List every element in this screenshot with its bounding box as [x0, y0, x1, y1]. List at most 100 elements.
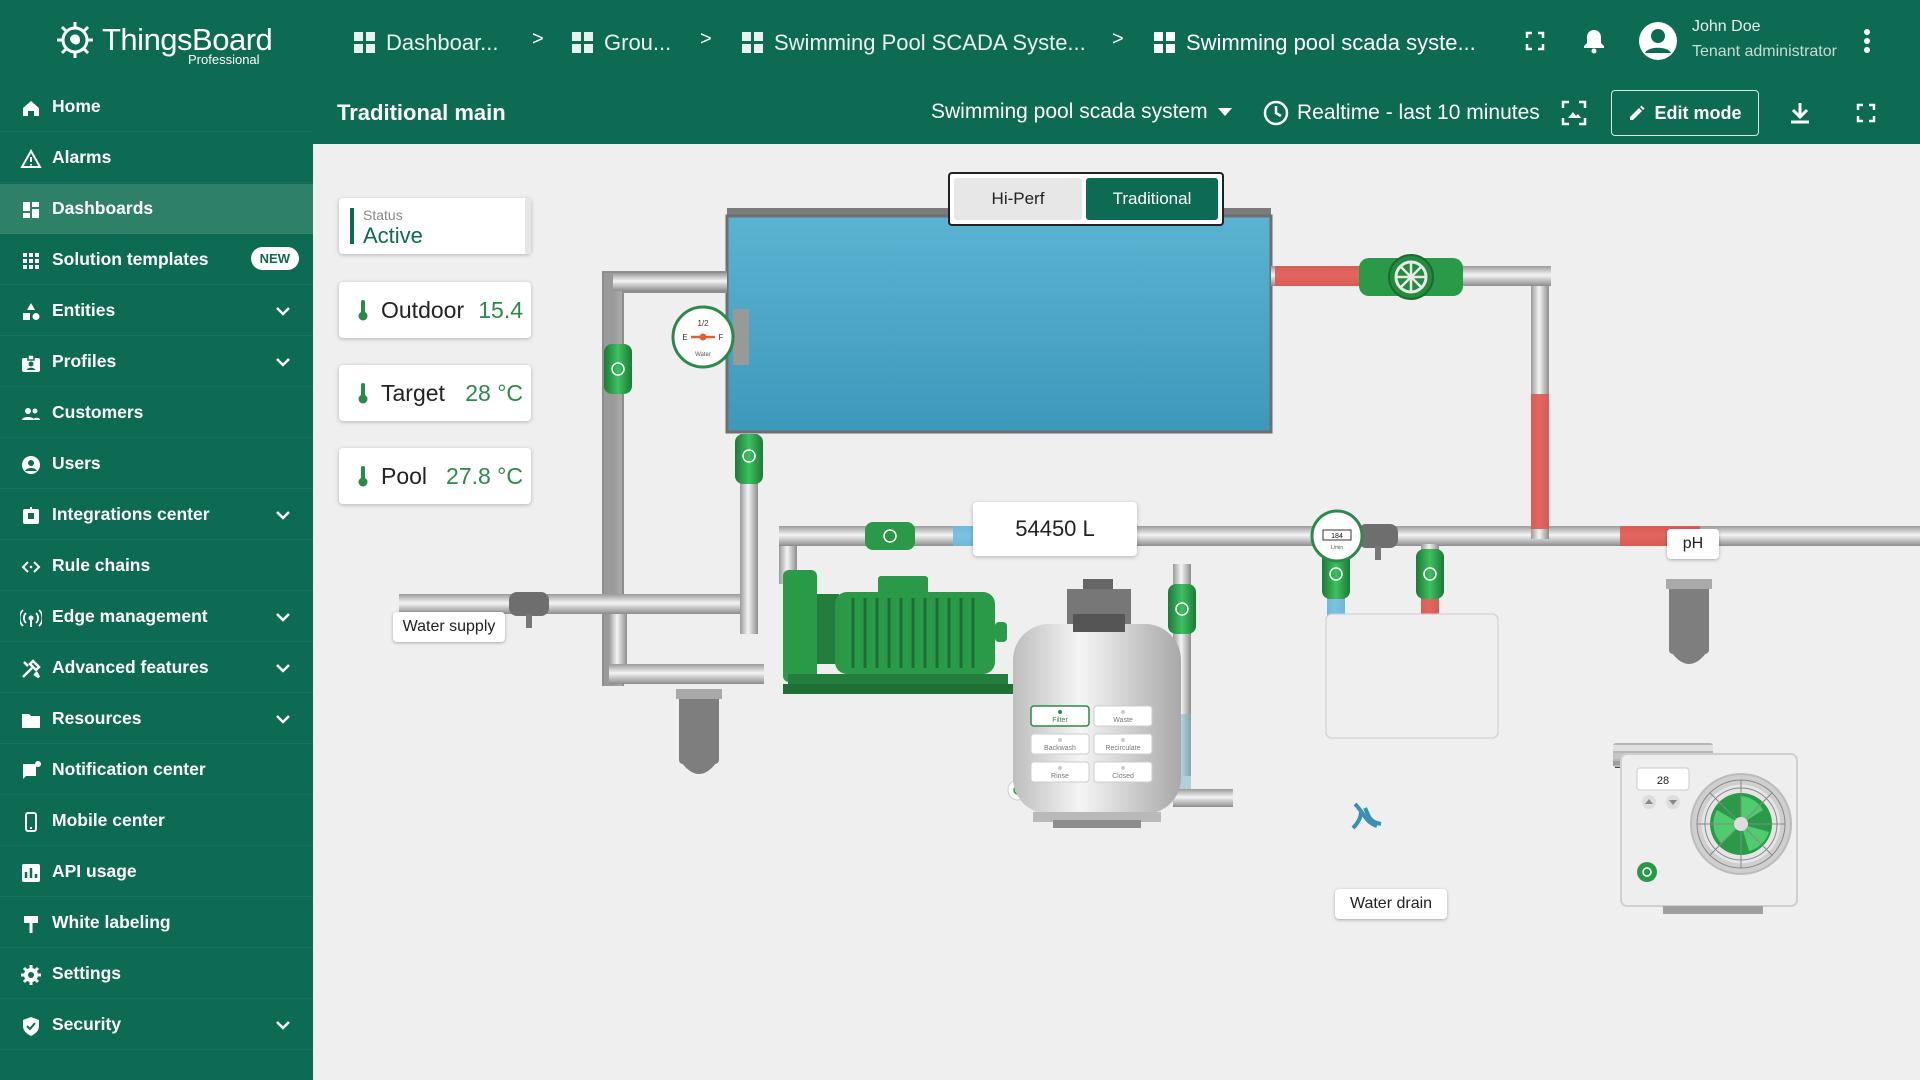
app-logo[interactable]: ThingsBoard Professional	[52, 16, 273, 68]
breadcrumb-separator: >	[700, 28, 712, 50]
toggle-hi-perf[interactable]: Hi-Perf	[954, 178, 1082, 220]
chevron-down-icon[interactable]	[275, 354, 291, 370]
timewindow-label: Realtime - last 10 minutes	[1297, 101, 1540, 124]
outdoor-temp-value: 15.4	[478, 296, 523, 323]
phone-icon	[25, 812, 37, 832]
chevron-down-icon[interactable]	[275, 507, 291, 523]
filter-mode: Recirculate	[1105, 745, 1140, 752]
filter-mode: Backwash	[1044, 745, 1076, 752]
sidebar-item-label: Settings	[52, 963, 122, 983]
sidebar-item-label: Dashboards	[52, 198, 154, 218]
account-icon	[22, 456, 40, 474]
app-name: ThingsBoard	[102, 22, 273, 57]
state-title: Traditional main	[337, 100, 506, 125]
chevron-down-icon[interactable]	[275, 609, 291, 625]
sidebar-item-rule-chains[interactable]: Rule chains	[0, 541, 313, 591]
sidebar-item-label: Customers	[52, 402, 144, 422]
tools-icon	[22, 659, 41, 679]
sidebar-item-entities[interactable]: Entities	[0, 286, 313, 336]
breadcrumb-label: Grou...	[604, 30, 672, 55]
breadcrumb-label: Swimming pool scada syste...	[1186, 30, 1476, 55]
sidebar-item-mobile-center[interactable]: Mobile center	[0, 796, 313, 846]
entity-view-icon[interactable]	[1561, 100, 1587, 126]
water-supply-label: Water supply	[393, 612, 505, 642]
heat-pump	[1325, 613, 1713, 768]
sidebar-item-dashboards[interactable]: Dashboards	[0, 184, 313, 234]
sidebar-item-label: Alarms	[52, 147, 112, 167]
breadcrumb-group[interactable]: Grou...	[572, 26, 671, 60]
sidebar-item-home[interactable]: Home	[0, 82, 313, 132]
breadcrumb-dashboards[interactable]: Dashboar...	[354, 26, 499, 60]
pool-temp-value: 27.8 °C	[446, 462, 523, 489]
toggle-traditional[interactable]: Traditional	[1086, 178, 1218, 220]
thermometer-icon	[358, 383, 368, 404]
heat-pump-unit: 28	[1620, 753, 1798, 914]
filter-mode: Waste	[1113, 717, 1133, 724]
chevron-down-icon[interactable]	[275, 1017, 291, 1033]
sidebar-item-label: Home	[52, 96, 101, 116]
sidebar-item-label: Security	[52, 1014, 122, 1034]
sidebar-item-label: Notification center	[52, 759, 206, 779]
notification-icon	[23, 761, 41, 779]
sidebar-item-api-usage[interactable]: API usage	[0, 847, 313, 897]
timewindow-button[interactable]: Realtime - last 10 minutes	[1263, 100, 1540, 126]
filter-mode: Rinse	[1051, 773, 1069, 780]
breadcrumb-scada-group[interactable]: Swimming Pool SCADA Syste...	[742, 26, 1086, 60]
pool-temp-card: Pool 27.8 °C	[339, 448, 531, 504]
sidebar-item-label: Rule chains	[52, 555, 151, 575]
fullscreen-icon[interactable]	[1856, 103, 1876, 123]
integration-icon	[23, 507, 39, 524]
dashboard-icon	[23, 202, 39, 218]
sidebar-item-settings[interactable]: Settings	[0, 949, 313, 999]
bell-icon[interactable]	[1582, 28, 1606, 54]
sidebar-item-security[interactable]: Security	[0, 1000, 313, 1050]
sidebar-item-label: API usage	[52, 861, 137, 881]
sidebar-item-customers[interactable]: Customers	[0, 388, 313, 438]
dashboard-toolbar: Traditional main Swimming pool scada sys…	[313, 82, 1920, 144]
sidebar-item-label: Edge management	[52, 606, 208, 626]
breadcrumb-current-dashboard: Swimming pool scada syste...	[1154, 26, 1476, 60]
chevron-down-icon[interactable]	[275, 711, 291, 727]
sidebar-item-resources[interactable]: Resources	[0, 694, 313, 744]
target-temp-label: Target	[381, 379, 445, 406]
sidebar-item-users[interactable]: Users	[0, 439, 313, 489]
outdoor-temp-label: Outdoor	[381, 296, 465, 323]
edit-mode-label: Edit mode	[1654, 102, 1742, 123]
sidebar-item-alarms[interactable]: Alarms	[0, 133, 313, 183]
sidebar-item-notification-center[interactable]: Notification center	[0, 745, 313, 795]
pool-temp-label: Pool	[381, 462, 428, 489]
sidebar-item-profiles[interactable]: Profiles	[0, 337, 313, 387]
gauge-left-label: E	[682, 333, 687, 342]
sidebar-item-label: Profiles	[52, 351, 117, 371]
warning-icon	[20, 148, 42, 168]
strainers	[676, 579, 1712, 774]
sidebar-item-label: Solution templates	[52, 249, 209, 269]
entities-icon	[23, 303, 40, 320]
edit-mode-button[interactable]: Edit mode	[1611, 90, 1759, 136]
thermometer-icon	[358, 466, 368, 487]
sidebar-item-edge-management[interactable]: Edge management	[0, 592, 313, 642]
sidebar-item-integrations-center[interactable]: Integrations center	[0, 490, 313, 540]
status-value: Active	[363, 223, 423, 248]
download-icon[interactable]	[1789, 101, 1811, 125]
fullscreen-icon[interactable]	[1525, 31, 1545, 51]
chevron-down-icon[interactable]	[275, 303, 291, 319]
more-vert-icon[interactable]	[1863, 28, 1871, 54]
avatar[interactable]	[1638, 21, 1678, 61]
chevron-down-icon[interactable]	[275, 660, 291, 676]
gauge-top-label: 1/2	[697, 319, 709, 328]
view-toggle: Hi-Perf Traditional	[948, 172, 1224, 226]
scada-diagram: 1/2 E F Water 184 L/min	[399, 208, 1920, 830]
status-accent-bar	[350, 208, 354, 244]
entity-select[interactable]: Swimming pool scada system	[931, 100, 1232, 124]
thermometer-icon	[358, 300, 368, 321]
sidebar-item-advanced-features[interactable]: Advanced features	[0, 643, 313, 693]
dashboard-icon	[572, 32, 594, 54]
sidebar-item-white-labeling[interactable]: White labeling	[0, 898, 313, 948]
dashboard-canvas: 1/2 E F Water 184 L/min	[313, 144, 1920, 1080]
status-label: Status	[363, 207, 403, 223]
breadcrumb-separator: >	[1112, 28, 1124, 50]
flow-meter-value: 184	[1331, 533, 1343, 540]
